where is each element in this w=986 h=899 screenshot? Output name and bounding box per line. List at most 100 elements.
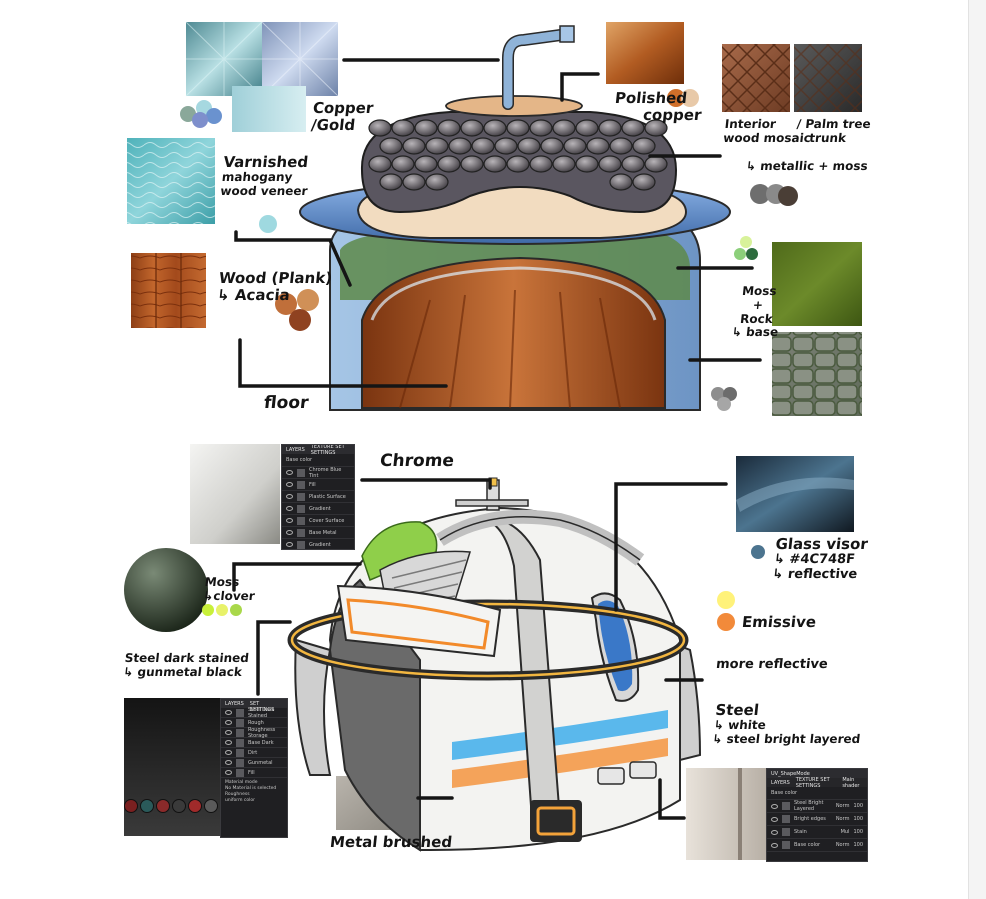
roof-stone — [632, 137, 656, 155]
layer-opacity[interactable]: 100 — [853, 829, 863, 835]
visibility-eye-icon[interactable] — [286, 506, 293, 511]
tab-layers[interactable]: LAYERS — [771, 779, 790, 786]
tab-main-shader[interactable]: Main shader — [842, 776, 860, 789]
layer-row[interactable]: Base Dark — [221, 738, 287, 748]
layer-row[interactable]: Fill — [221, 768, 287, 778]
tab-layers[interactable]: LAYERS — [286, 446, 305, 453]
layer-row[interactable]: Rough — [221, 718, 287, 728]
visibility-eye-icon[interactable] — [225, 740, 232, 745]
label-line: ↳ reflective — [771, 567, 858, 583]
swatch-dot-copper-gold — [180, 106, 196, 122]
label-more-reflective: more reflective — [715, 657, 829, 672]
material-ball[interactable] — [172, 799, 186, 813]
roof-stone — [552, 155, 576, 173]
visibility-eye-icon[interactable] — [286, 542, 293, 547]
visibility-eye-icon[interactable] — [225, 750, 232, 755]
layer-blend-mode[interactable]: Norm — [835, 803, 850, 809]
material-ball-row — [124, 799, 218, 813]
layer-name: Rough — [248, 719, 264, 726]
visibility-eye-icon[interactable] — [771, 803, 778, 809]
layer-blend-mode[interactable]: Norm — [835, 842, 850, 848]
visibility-eye-icon[interactable] — [286, 470, 293, 475]
label-varnished-mahogany: Varnished mahogany wood veneer — [220, 153, 312, 199]
roof-stone — [575, 119, 599, 137]
material-ball[interactable] — [204, 799, 218, 813]
label-steel-dark-stained: Steel dark stained ↳ gunmetal black — [122, 651, 250, 680]
roof-stone — [379, 137, 403, 155]
roof-stone — [414, 119, 438, 137]
label-line: Steel dark stained — [124, 651, 250, 665]
layer-blend-mode[interactable]: Mul — [840, 829, 850, 835]
layer-row[interactable]: Cover Surface — [282, 515, 354, 527]
layer-row[interactable]: Fill — [282, 479, 354, 491]
layer-row[interactable]: Dirt — [221, 748, 287, 758]
label-line: ↳ gunmetal black — [122, 664, 243, 679]
roof-stone — [552, 119, 576, 137]
visibility-eye-icon[interactable] — [225, 770, 232, 775]
roof-stone — [506, 119, 530, 137]
material-ball[interactable] — [140, 799, 154, 813]
material-ball[interactable] — [188, 799, 202, 813]
tab-texture-set-settings[interactable]: TEXTURE SET SETTINGS — [310, 444, 345, 456]
label-line: Steel — [714, 701, 760, 719]
property-text: No Material is selected — [225, 786, 277, 791]
roof-stone — [644, 119, 668, 137]
layer-thumbnail — [782, 841, 790, 849]
label-floor: floor — [263, 393, 310, 413]
tab-texture-set-settings[interactable]: TEXTURE SET SETTINGS — [795, 776, 830, 789]
layer-thumbnail — [297, 528, 305, 537]
material-ball[interactable] — [124, 799, 138, 813]
layer-opacity[interactable]: 100 — [853, 803, 863, 809]
visibility-eye-icon[interactable] — [771, 842, 778, 848]
layer-blend-mode[interactable]: Norm — [835, 816, 850, 822]
tab-texture-set-settings[interactable]: TEXTURE SET SETTINGS — [249, 699, 275, 713]
visibility-eye-icon[interactable] — [286, 518, 293, 523]
material-ball[interactable] — [156, 799, 170, 813]
layer-row[interactable]: Chrome Blue Tint — [282, 467, 354, 479]
texture-set-name: UV_ShapeMode — [771, 770, 810, 777]
visibility-eye-icon[interactable] — [286, 482, 293, 487]
layer-row[interactable]: Gunmetal — [221, 758, 287, 768]
swatch-dot-interior — [778, 186, 798, 206]
layer-name: Steel Bright Layered — [794, 800, 824, 812]
layer-row[interactable]: Roughness Storage — [221, 727, 287, 739]
visibility-eye-icon[interactable] — [225, 760, 232, 765]
roof-stone — [621, 155, 645, 173]
label-line: ↳ #4C748F — [773, 552, 856, 568]
layer-row[interactable]: Gradient — [282, 503, 354, 515]
layer-row[interactable]: Base Metal — [282, 527, 354, 539]
visibility-eye-icon[interactable] — [225, 720, 232, 725]
blend-mode-value: Base color — [286, 457, 313, 463]
visibility-eye-icon[interactable] — [286, 530, 293, 535]
layer-name: Base color — [794, 842, 821, 848]
roof-stone — [517, 137, 541, 155]
roof-stone — [460, 119, 484, 137]
layer-row[interactable]: Plastic Surface — [282, 491, 354, 503]
layer-row[interactable]: Steel Dark Stained — [221, 707, 287, 719]
roof-stone — [391, 119, 415, 137]
visibility-eye-icon[interactable] — [771, 816, 778, 822]
layer-opacity[interactable]: 100 — [853, 816, 863, 822]
blend-mode-select[interactable]: Base color — [767, 787, 867, 800]
label-line: ↳ Acacia — [216, 286, 291, 305]
visibility-eye-icon[interactable] — [286, 494, 293, 499]
roof-stone — [402, 173, 426, 191]
blend-mode-select[interactable]: Base color — [282, 454, 354, 467]
label-line: Moss — [741, 284, 778, 298]
layer-name: Fill — [248, 769, 255, 776]
roof-stone — [414, 155, 438, 173]
layer-opacity[interactable]: 100 — [853, 842, 863, 848]
tab-layers[interactable]: LAYERS — [225, 700, 244, 707]
visibility-eye-icon[interactable] — [225, 710, 232, 715]
roof-stone — [494, 137, 518, 155]
visibility-eye-icon[interactable] — [225, 730, 232, 735]
layer-row[interactable]: Gradient — [282, 539, 354, 549]
roof-stone — [644, 155, 668, 173]
label-line: Rock — [739, 311, 774, 326]
visibility-eye-icon[interactable] — [771, 829, 778, 835]
